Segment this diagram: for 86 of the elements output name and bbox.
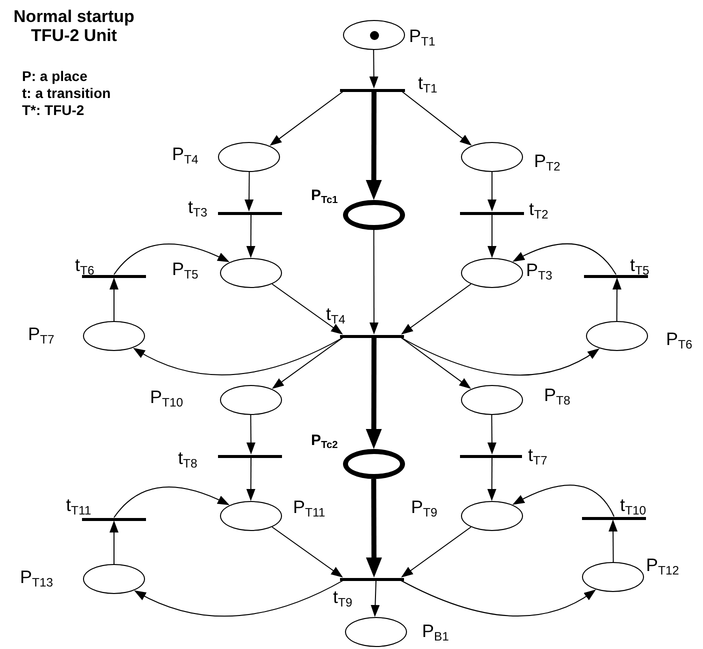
place-circle (83, 321, 145, 351)
place-circle (220, 501, 282, 531)
transition-bar (584, 274, 648, 278)
place-label: P$_{T1}$ (409, 27, 436, 47)
place-label: P$_{T2}$ (534, 152, 560, 172)
arc-arrow (134, 580, 344, 617)
place-circle (220, 258, 282, 288)
place-label: P$_{T6}$ (666, 330, 692, 350)
place-label: P$_{T5}$ (172, 260, 198, 280)
arc-arrow (369, 50, 378, 88)
place-label: P$_{T3}$ (526, 261, 552, 281)
transition-label: t$_{T5}$ (630, 256, 650, 276)
place-label: P$_{T13}$ (20, 568, 54, 588)
place-circle (220, 385, 282, 415)
arc-arrow (488, 214, 496, 258)
thick-arc-arrow (366, 338, 382, 449)
transition-label: t$_{T10}$ (620, 496, 646, 516)
place-label: P$_{T8}$ (544, 386, 570, 406)
transition-bar (460, 212, 524, 214)
arc-arrow (512, 484, 614, 517)
transition-bar (582, 516, 646, 520)
arc-arrow (487, 457, 496, 501)
transition-label: t$_{T8}$ (178, 449, 198, 469)
arc-arrow (272, 526, 343, 578)
place-label: P$_{T12}$ (646, 556, 680, 576)
arc-arrow (400, 580, 596, 616)
place-label: P$_{T4}$ (172, 145, 198, 165)
place-circle (218, 142, 280, 172)
arc-arrow (110, 520, 118, 564)
place-label: P$_{Tc1}$ (311, 188, 338, 204)
arc-arrow (608, 520, 618, 562)
arc-arrow (114, 486, 230, 518)
transition-label: t$_{T3}$ (188, 198, 208, 218)
arc-arrow (369, 230, 378, 334)
transition-bar (218, 454, 282, 458)
transition-label: t$_{T11}$ (66, 496, 92, 516)
transition-label: t$_{T1}$ (418, 74, 438, 94)
place-circle (83, 564, 145, 594)
legend-note: P: a place (22, 68, 88, 84)
arc-arrow (400, 337, 472, 389)
transition-label: t$_{T4}$ (326, 305, 346, 325)
place-label: P$_{Tc2}$ (311, 433, 338, 450)
transition-bar (82, 518, 146, 520)
place-label: P$_{T10}$ (150, 388, 184, 408)
arc-arrow (272, 284, 343, 334)
place-label: P$_{T7}$ (28, 325, 54, 345)
thick-arc-arrow (366, 92, 382, 200)
arc-arrow (400, 337, 600, 376)
arc-arrow (488, 172, 496, 212)
arc-arrow (114, 244, 230, 275)
transition-label: t$_{T2}$ (529, 200, 548, 220)
transition-bar (340, 88, 405, 92)
place-label: P$_{T11}$ (293, 498, 326, 518)
transition-label: t$_{T6}$ (75, 256, 94, 276)
transition-bar (82, 274, 146, 278)
arc-arrow (244, 172, 254, 212)
diagram-title: Normal startup TFU-2 Unit (12, 8, 136, 46)
arc-arrow (370, 580, 380, 617)
transition-bar (340, 578, 404, 580)
arc-arrow (110, 278, 118, 322)
arc-arrow (512, 243, 616, 275)
arc-arrow (401, 284, 472, 335)
legend-note: t: a transition (22, 85, 111, 101)
transition-bar (218, 212, 282, 214)
arc-arrow (246, 214, 256, 258)
place-label: P$_{T9}$ (411, 498, 438, 518)
arc-arrow (246, 457, 256, 501)
arc-arrow (612, 278, 622, 322)
arc-arrow (132, 337, 344, 376)
place-circle (461, 142, 523, 172)
transition-bar (340, 334, 404, 338)
place-circle (461, 258, 523, 288)
transition-label: t$_{T7}$ (528, 446, 548, 466)
transition-bar (460, 454, 522, 458)
arc-arrow (487, 414, 496, 454)
place-circle (461, 501, 523, 531)
arc-arrow (272, 337, 344, 389)
arc-arrow (246, 414, 256, 454)
place-circle (461, 385, 523, 415)
arc-arrow (270, 91, 344, 146)
arc-arrow (402, 91, 472, 146)
place-label: P$_{B1}$ (422, 622, 449, 642)
thick-arc-arrow (366, 479, 382, 578)
transition-label: t$_{T9}$ (333, 588, 352, 608)
arc-arrow (401, 526, 472, 578)
legend-note: T*: TFU-2 (22, 102, 84, 118)
